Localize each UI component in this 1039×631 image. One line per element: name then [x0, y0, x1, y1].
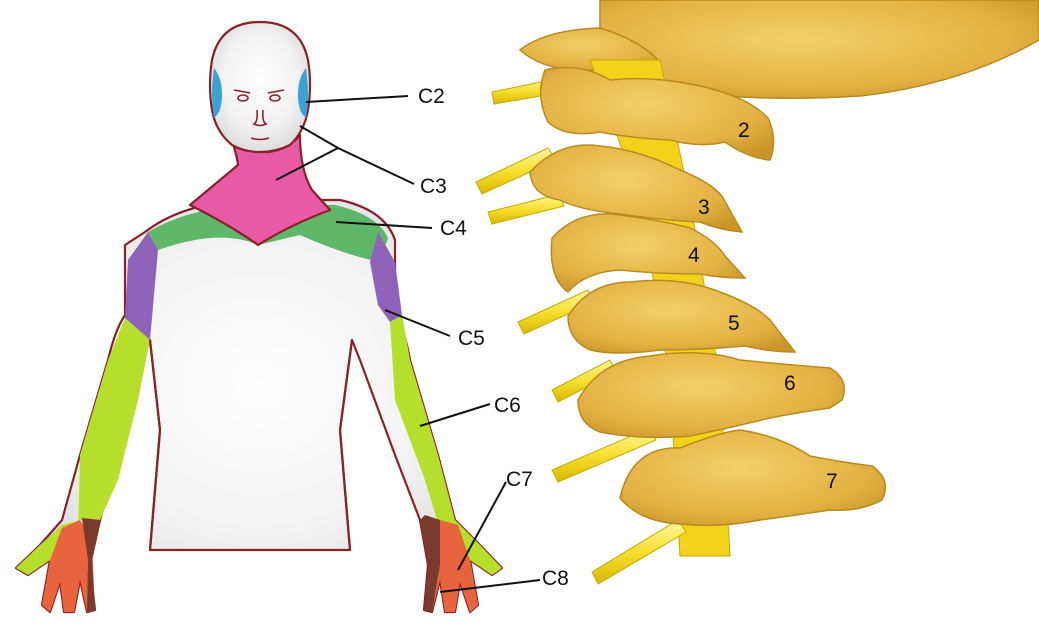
vertebra-number-3: 3	[698, 196, 710, 219]
label-c4: C4	[440, 217, 467, 240]
vertebra-number-4: 4	[688, 244, 700, 267]
leader-c6	[420, 404, 490, 426]
vertebra-c5	[568, 280, 795, 353]
vertebra-number-2: 2	[738, 119, 750, 142]
c8-region-right	[420, 515, 440, 612]
label-c7: C7	[506, 468, 533, 491]
label-c6: C6	[494, 394, 521, 417]
vertebra-c6	[578, 353, 844, 438]
cervical-spine	[476, 0, 1039, 584]
head	[210, 22, 310, 152]
nerve-root-c8	[592, 520, 686, 584]
vertebra-number-6: 6	[784, 372, 796, 395]
label-c8: C8	[542, 567, 569, 590]
vertebra-number-7: 7	[826, 470, 838, 493]
label-c3: C3	[420, 175, 447, 198]
vertebra-c7	[620, 430, 885, 525]
label-c5: C5	[458, 327, 485, 350]
body-figure	[16, 22, 502, 612]
leader-c2	[306, 96, 408, 102]
vertebra-number-5: 5	[728, 312, 740, 335]
leader-c3-a	[300, 126, 414, 184]
label-c2: C2	[418, 85, 445, 108]
